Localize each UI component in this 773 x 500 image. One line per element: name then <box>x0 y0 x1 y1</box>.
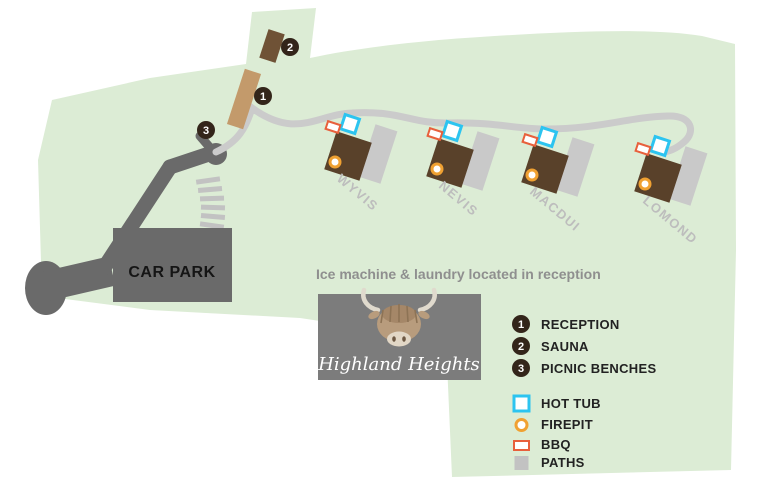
hot-tub-icon <box>512 394 531 413</box>
legend-row-paths: PATHS <box>514 455 585 470</box>
road-entrance <box>30 256 116 304</box>
legend-label-hot-tub: HOT TUB <box>541 396 601 411</box>
legend-marker-number: 2 <box>518 341 524 353</box>
hot-tub-icon <box>338 112 362 136</box>
firepit-icon <box>328 155 342 169</box>
car-park-area <box>113 228 232 302</box>
bbq-icon <box>521 132 539 148</box>
car-park: CAR PARK <box>113 228 232 302</box>
road-to-node <box>162 145 220 175</box>
hot-tub-icon <box>440 119 464 143</box>
main-footpath <box>212 102 695 156</box>
paths-icon <box>514 456 529 470</box>
firepit-icon <box>514 418 529 432</box>
marker-2-icon <box>512 337 530 355</box>
bbq-icon <box>513 440 530 451</box>
deck-wyvis <box>358 124 398 184</box>
car-park-label: CAR PARK <box>128 264 215 281</box>
brand-name: Highland Heights <box>317 354 480 375</box>
highland-cow-illustration <box>361 287 437 347</box>
deck-macdui <box>555 137 595 197</box>
brand-box: Highland Heights <box>317 287 481 380</box>
legend-label-reception: RECEPTION <box>541 317 620 332</box>
hot-tub-icon <box>648 134 672 158</box>
legend-row-hot-tub: HOT TUB <box>512 394 601 413</box>
legend-label-bbq: BBQ <box>541 437 571 452</box>
legend-marker-number: 1 <box>518 319 524 331</box>
sauna-building <box>259 29 285 63</box>
legend-row-bbq: BBQ <box>513 437 571 452</box>
map-marker-picnic: 3 <box>197 121 215 139</box>
firepit-icon <box>525 168 539 182</box>
steps-path <box>195 176 226 230</box>
bbq-icon <box>426 126 444 142</box>
legend-label-paths: PATHS <box>541 455 585 470</box>
map-marker-sauna: 2 <box>281 38 299 56</box>
bbq-icon <box>324 119 342 135</box>
legend-row-sauna: 2 SAUNA <box>512 337 589 355</box>
hot-tub-icon <box>535 125 559 149</box>
map-marker-reception: 1 <box>254 87 272 105</box>
marker-3-icon <box>512 359 530 377</box>
legend-label-sauna: SAUNA <box>541 339 589 354</box>
legend-row-firepit: FIREPIT <box>514 417 593 432</box>
legend-row-reception: 1 RECEPTION <box>512 315 620 333</box>
marker-number: 1 <box>260 91 266 103</box>
deck-nevis <box>460 131 500 191</box>
firepit-icon <box>638 177 652 191</box>
bbq-icon <box>634 141 652 157</box>
marker-number: 2 <box>287 42 293 54</box>
firepit-icon <box>430 162 444 176</box>
legend-label-firepit: FIREPIT <box>541 417 593 432</box>
legend-label-picnic-benches: PICNIC BENCHES <box>541 361 656 376</box>
marker-number: 3 <box>203 125 209 137</box>
marker-1-icon <box>512 315 530 333</box>
reception-building <box>226 68 262 130</box>
legend-row-picnic-benches: 3 PICNIC BENCHES <box>512 359 656 377</box>
legend: 1 RECEPTION 2 SAUNA 3 PICNIC BENCHES HOT… <box>512 315 656 470</box>
deck-lomond <box>668 146 708 206</box>
legend-marker-number: 3 <box>518 363 524 375</box>
info-note: Ice machine & laundry located in recepti… <box>316 266 601 282</box>
